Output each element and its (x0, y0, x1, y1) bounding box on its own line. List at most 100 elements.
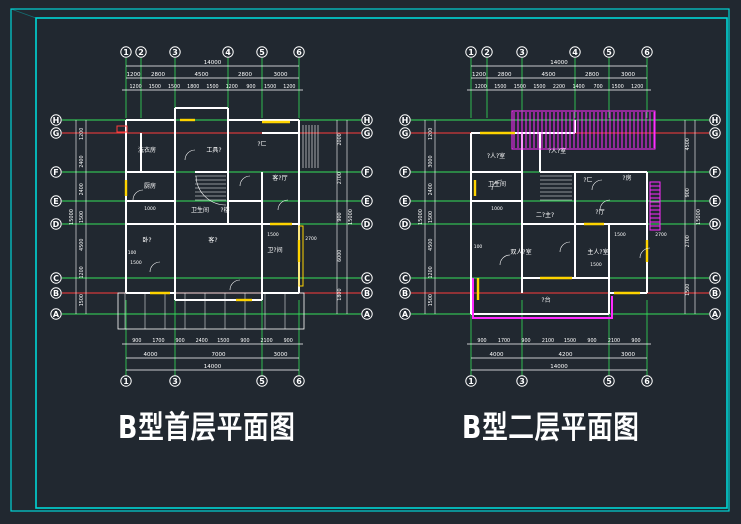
axis-bubble-top-3-label: 3 (172, 48, 178, 57)
room-label-9: ?房 (622, 174, 631, 182)
interior-dim-3: 1500 (267, 232, 279, 238)
room-label-2: ?ㄈ (257, 141, 266, 148)
axis-bubble-top-1-label: 1 (123, 48, 129, 57)
dim-top-0: 1200 (472, 72, 486, 78)
dim-left-5: 1200 (79, 266, 85, 278)
dim-left-3: 1500 (428, 211, 434, 223)
axis-bubble-left-E-label: E (53, 197, 58, 206)
dim-subtop-3: 1500 (533, 84, 545, 90)
axis-bubble-bottom-5-label: 5 (259, 377, 265, 386)
dim-left-1: 2400 (79, 155, 85, 167)
axis-bubble-left-C-circle (50, 272, 62, 284)
lower-balcony-railing (472, 278, 613, 319)
front-porch (117, 292, 305, 330)
dim-top-0: 1200 (127, 72, 141, 78)
axis-bubble-bottom-5-circle (603, 375, 615, 387)
room-label-2: ?ㄈ (583, 177, 592, 184)
axis-bubble-top-2-label: 2 (484, 48, 490, 57)
axis-bubble-right-E-label: E (364, 197, 369, 206)
axis-bubble-left-G-circle (50, 127, 62, 139)
dim-subtop-3: 1800 (187, 84, 199, 90)
axis-bubble-right-F-label: F (712, 168, 717, 177)
axis-bubble-top-6-circle (641, 46, 653, 58)
dim-subbottom-0: 900 (132, 338, 141, 344)
staircase (195, 175, 227, 206)
dim-total-bottom: 14000 (204, 364, 222, 370)
axis-bubble-right-B-label: B (364, 289, 370, 298)
dim-total-right: 15000 (696, 209, 702, 225)
axis-bubble-left-A-circle (50, 308, 62, 320)
dim-top-4: 3000 (621, 72, 635, 78)
room-label-9: 卫?间 (267, 246, 282, 254)
axis-bubble-left-A-label: A (402, 310, 409, 319)
dim-subtop-1: 1500 (494, 84, 506, 90)
axis-bubble-right-G-circle (709, 127, 721, 139)
dim-bottom-0: 4000 (144, 352, 158, 358)
frame-corner-mark (10, 8, 37, 19)
dim-top-1: 2800 (498, 72, 512, 78)
door-swing-0 (499, 254, 511, 266)
axis-bubble-bottom-1-circle (465, 375, 477, 387)
dim-left-0: 1200 (428, 128, 434, 140)
axis-bubble-right-H-circle (361, 114, 373, 126)
axis-bubble-top-3-label: 3 (519, 48, 525, 57)
interior-dim-0: 100 (474, 244, 483, 250)
dim-subtop-0: 1200 (130, 84, 142, 90)
axis-bubble-right-G-label: G (364, 129, 371, 138)
door-swing-3 (639, 247, 651, 259)
dim-bottom-1: 7000 (212, 352, 226, 358)
dim-subtop-6: 900 (246, 84, 255, 90)
dim-total-top: 14000 (550, 60, 568, 66)
dim-right-2: 900 (337, 212, 343, 221)
dim-subbottom-4: 1500 (217, 338, 229, 344)
axis-bubble-left-G-circle (399, 127, 411, 139)
door-swing-1 (229, 279, 241, 291)
axis-bubble-right-E-label: E (712, 197, 717, 206)
axis-bubble-top-4-circle (222, 46, 234, 58)
axis-bubble-right-F-label: F (364, 168, 369, 177)
dim-subtop-5: 1200 (226, 84, 238, 90)
axis-bubble-top-1-circle (120, 46, 132, 58)
axis-bubble-left-D-circle (50, 218, 62, 230)
room-label-0: ?人?室 (487, 152, 505, 160)
room-label-0: 洗衣房 (138, 146, 156, 154)
room-label-1: 工具? (206, 147, 221, 154)
bay-window-right (298, 225, 304, 287)
interior-dim-4: 2700 (305, 236, 317, 242)
dim-subtop-4: 1500 (206, 84, 218, 90)
room-label-4: 卫生间 (191, 206, 209, 214)
dim-right-1: 900 (685, 188, 691, 197)
dim-subtop-2: 1500 (168, 84, 180, 90)
axis-bubble-top-3-circle (169, 46, 181, 58)
axis-bubble-right-C-label: C (712, 274, 718, 283)
dim-subbottom-1: 1700 (498, 338, 510, 344)
axis-bubble-bottom-5-label: 5 (606, 377, 612, 386)
dim-subbottom-1: 1700 (152, 338, 164, 344)
axis-bubble-top-2-circle (135, 46, 147, 58)
axis-bubble-right-H-label: H (712, 116, 719, 125)
roof-terrace-hatch (511, 110, 661, 231)
axis-bubble-left-A-circle (399, 308, 411, 320)
axis-bubble-top-6-label: 6 (644, 48, 650, 57)
dim-bottom-2: 3000 (621, 352, 635, 358)
dim-subbottom-4: 1500 (564, 338, 576, 344)
dim-subtop-2: 1500 (514, 84, 526, 90)
dim-subtop-6: 700 (594, 84, 603, 90)
door-swing-4 (491, 179, 503, 191)
dim-top-1: 2800 (151, 72, 165, 78)
axis-bubble-top-4-label: 4 (225, 48, 231, 57)
axis-bubble-bottom-6-label: 6 (644, 377, 650, 386)
axis-bubble-right-F-circle (361, 166, 373, 178)
axis-bubble-left-B-circle (399, 287, 411, 299)
axis-bubble-left-E-label: E (402, 197, 407, 206)
axis-bubble-top-2-circle (481, 46, 493, 58)
room-label-1: ?人?室 (548, 147, 566, 155)
interior-dim-0: 100 (128, 250, 137, 256)
dim-subbottom-6: 2100 (608, 338, 620, 344)
axis-bubble-left-F-label: F (402, 168, 407, 177)
door-swing-2 (132, 189, 144, 201)
axis-bubble-right-A-label: A (712, 310, 719, 319)
dim-subbottom-7: 900 (631, 338, 640, 344)
